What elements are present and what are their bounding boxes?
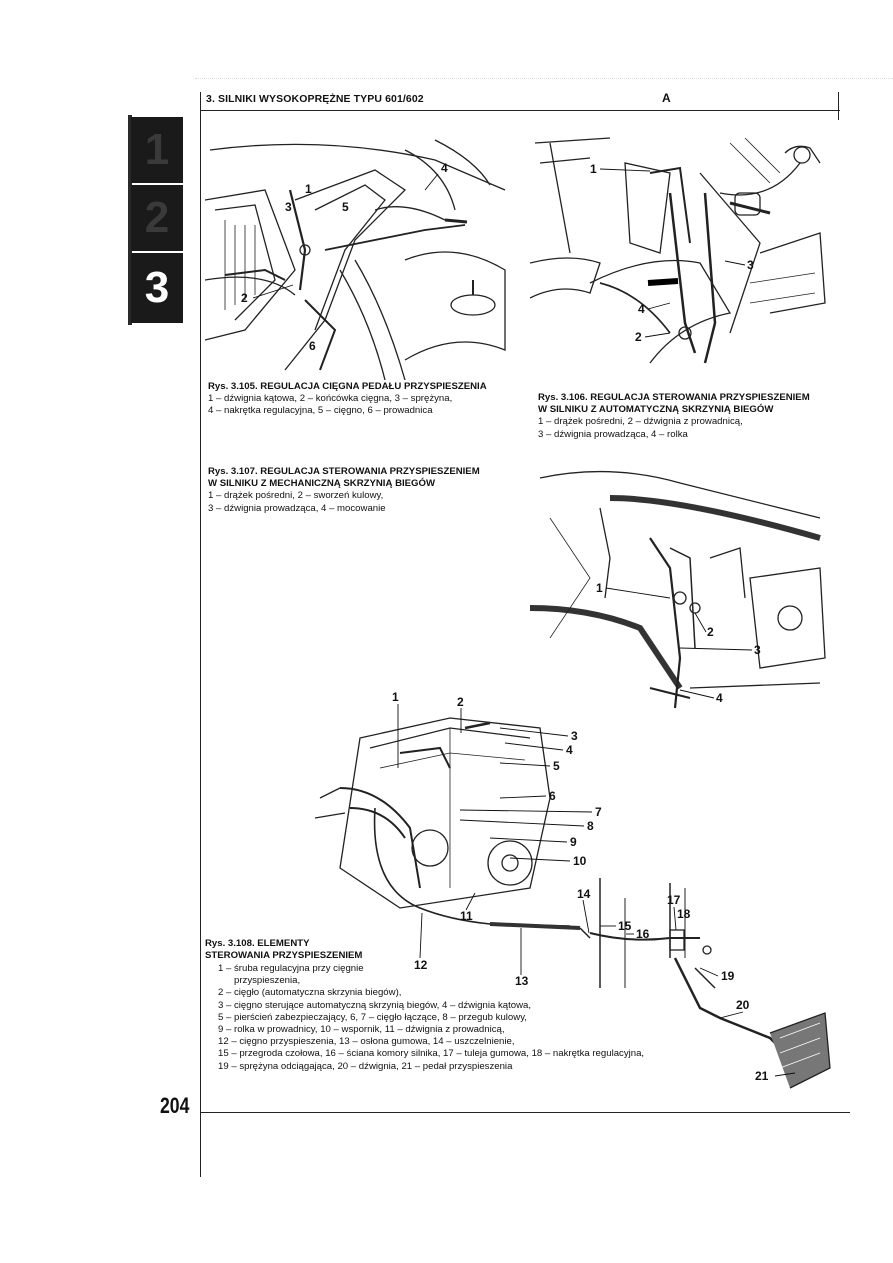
fig105-label-2: 2: [241, 291, 248, 305]
header-mark: A: [662, 91, 671, 105]
figure-108-caption-title: Rys. 3.108. ELEMENTY STEROWANIA PRZYSPIE…: [205, 938, 405, 962]
fig108-title-1: Rys. 3.108. ELEMENTY: [205, 938, 310, 949]
fig108-label-12: 12: [414, 958, 428, 972]
fig108-line-7: 12 – cięgno przyspieszenia, 13 – osłona …: [218, 1036, 515, 1048]
fig106-line-2: 3 – dźwignia prowadząca, 4 – rolka: [538, 428, 688, 440]
fig107-label-3: 3: [754, 643, 761, 657]
fig108-label-8: 8: [587, 819, 594, 833]
fig106-label-1: 1: [590, 162, 597, 176]
figure-108-caption-legend: 1 – śruba regulacyjna przy cięgnie przys…: [218, 963, 738, 1073]
fig108-label-4: 4: [566, 743, 573, 757]
fig106-title-2: W SILNIKU Z AUTOMATYCZNĄ SKRZYNIĄ BIEGÓW: [538, 404, 774, 416]
left-margin-rule: [200, 92, 201, 1177]
fig108-label-10: 10: [573, 854, 587, 868]
fig106-label-4: 4: [638, 302, 645, 316]
fig107-line-1: 1 – drążek pośredni, 2 – sworzeń kulowy,: [208, 490, 384, 502]
fig107-label-2: 2: [707, 625, 714, 639]
figure-106-caption: Rys. 3.106. REGULACJA STEROWANIA PRZYSPI…: [538, 392, 838, 441]
fig108-label-1: 1: [392, 690, 399, 704]
fig108-line-1: 1 – śruba regulacyjna przy cięgnie: [218, 963, 364, 974]
fig105-label-6: 6: [309, 339, 316, 353]
fig105-label-4: 4: [441, 161, 448, 175]
fig108-label-2: 2: [457, 695, 464, 709]
fig107-line-2: 3 – dźwignia prowadząca, 4 – mocowanie: [208, 502, 386, 514]
figure-107-caption: Rys. 3.107. REGULACJA STEROWANIA PRZYSPI…: [208, 466, 508, 515]
fig108-line-9: 19 – sprężyna odciągająca, 20 – dźwignia…: [218, 1060, 513, 1072]
fig108-label-5: 5: [553, 759, 560, 773]
fig107-title-2: W SILNIKU Z MECHANICZNĄ SKRZYNIĄ BIEGÓW: [208, 478, 436, 490]
fig105-label-1: 1: [305, 182, 312, 196]
footer-rule: [200, 1112, 850, 1113]
fig108-label-21: 21: [755, 1069, 769, 1083]
fig108-label-3: 3: [571, 729, 578, 743]
fig108-line-5: 5 – pierścień zabezpieczający, 6, 7 – ci…: [218, 1011, 527, 1023]
figure-108-illustration: 1 2 3 4 5 6 7 8 9 10 11 12 13 14 15 16 1…: [314, 690, 831, 1089]
chapter-tab-1: 1: [131, 117, 183, 183]
fig108-label-18: 18: [677, 907, 691, 921]
header-rule: [200, 110, 840, 111]
fig108-label-11: 11: [460, 909, 473, 923]
figure-107-illustration: 1 2 3 4: [530, 470, 826, 709]
fig106-label-2: 2: [635, 330, 642, 344]
chapter-tab-2: 2: [131, 185, 183, 251]
fig105-line-2: 4 – nakrętka regulacyjna, 5 – cięgno, 6 …: [208, 405, 433, 417]
fig106-line-1: 1 – drążek pośredni, 2 – dźwignia z prow…: [538, 416, 743, 428]
fig105-label-5: 5: [342, 200, 349, 214]
fig108-title-2: STEROWANIA PRZYSPIESZENIEM: [205, 950, 363, 962]
fig106-label-3: 3: [747, 258, 754, 272]
fig108-label-7: 7: [595, 805, 602, 819]
chapter-tab-strip: [128, 115, 132, 325]
fig108-label-13: 13: [515, 974, 529, 988]
page-header-title: 3. SILNIKI WYSOKOPRĘŻNE TYPU 601/602: [206, 93, 424, 105]
fig108-line-8: 15 – przegroda czołowa, 16 – ściana komo…: [218, 1048, 645, 1060]
fig106-title-1: Rys. 3.106. REGULACJA STEROWANIA PRZYSPI…: [538, 392, 810, 403]
fig105-label-3: 3: [285, 200, 292, 214]
scan-artifact: [195, 78, 893, 79]
fig108-label-16: 16: [636, 927, 650, 941]
fig105-line-1: 1 – dźwignia kątowa, 2 – końcówka cięgna…: [208, 393, 453, 405]
fig105-title: Rys. 3.105. REGULACJA CIĘGNA PEDAŁU PRZY…: [208, 381, 487, 392]
chapter-tab-3-active: 3: [131, 253, 183, 323]
figure-105-caption: Rys. 3.105. REGULACJA CIĘGNA PEDAŁU PRZY…: [208, 381, 508, 418]
figure-105-illustration: 1 2 3 4 5 6: [205, 139, 506, 380]
fig107-label-4: 4: [716, 691, 723, 705]
fig108-label-15: 15: [618, 919, 632, 933]
fig107-label-1: 1: [596, 581, 603, 595]
fig108-line-6: 9 – rolka w prowadnicy, 10 – wspornik, 1…: [218, 1024, 505, 1036]
fig108-label-20: 20: [736, 998, 750, 1012]
fig108-line-4: 3 – cięgno sterujące automatyczną skrzyn…: [218, 999, 532, 1011]
fig108-label-6: 6: [549, 789, 556, 803]
fig108-line-2: przyspieszenia,: [234, 975, 301, 987]
fig108-label-19: 19: [721, 969, 735, 983]
right-margin-rule: [838, 92, 839, 120]
figure-106-illustration: 1 2 3 4: [530, 137, 826, 364]
page-number: 204: [160, 1093, 190, 1118]
fig108-label-14: 14: [577, 887, 591, 901]
fig108-label-17: 17: [667, 893, 681, 907]
fig107-title-1: Rys. 3.107. REGULACJA STEROWANIA PRZYSPI…: [208, 466, 480, 477]
fig108-line-3: 2 – cięgło (automatyczna skrzynia biegów…: [218, 987, 402, 999]
fig108-label-9: 9: [570, 835, 577, 849]
